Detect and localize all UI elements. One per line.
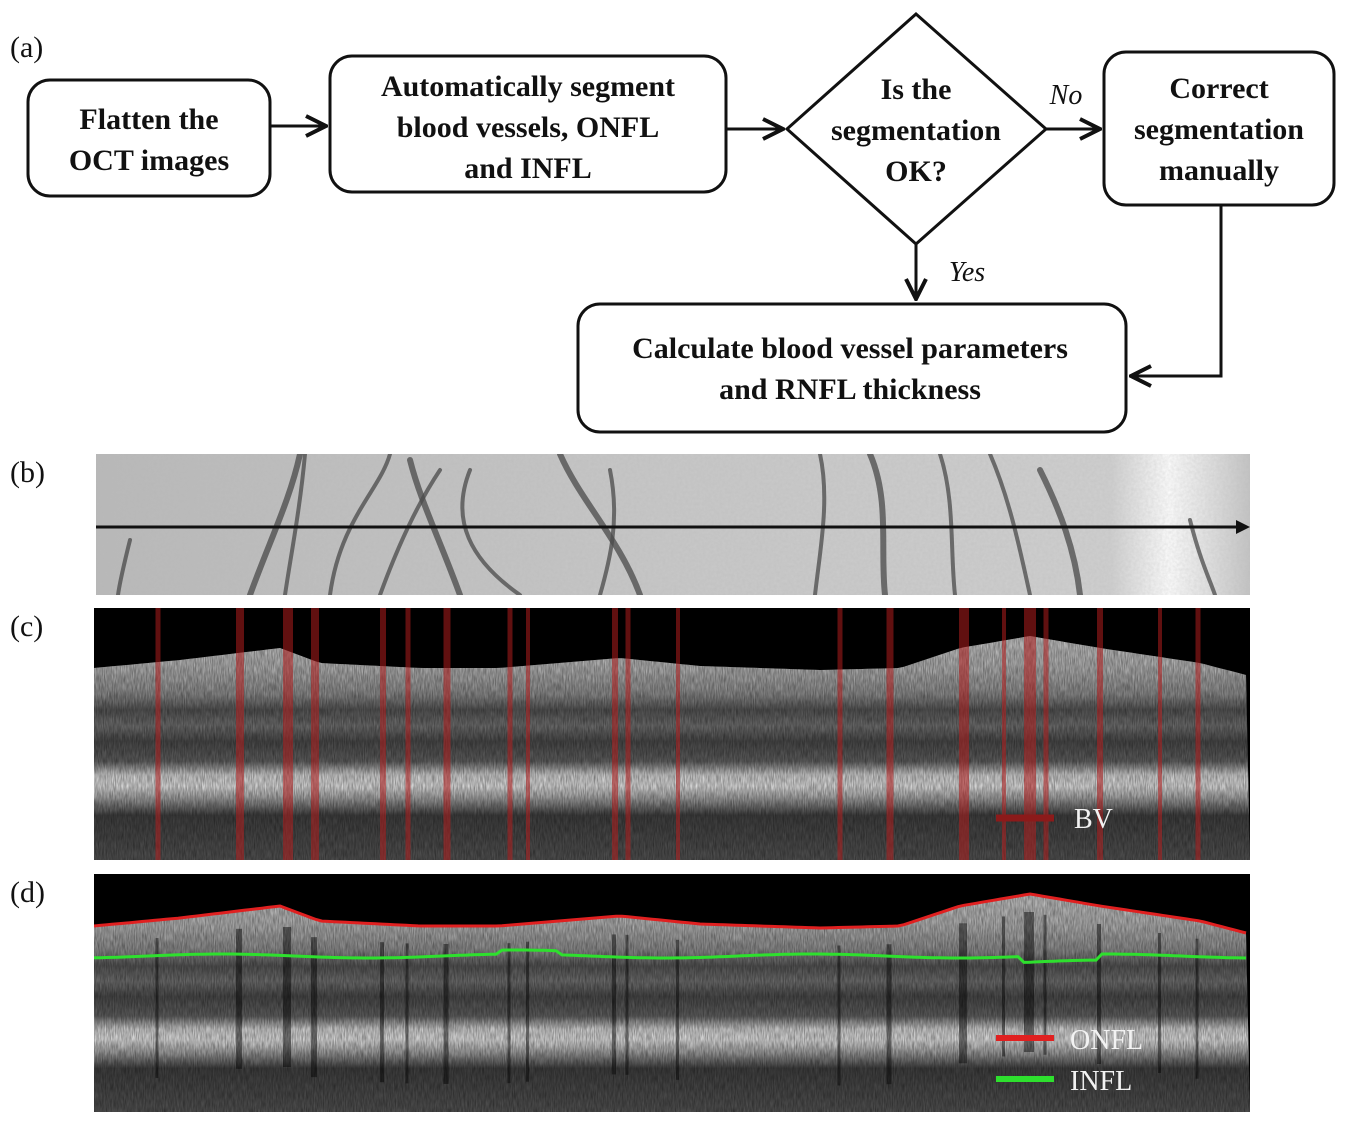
legend-infl-label: INFL [1070, 1066, 1132, 1097]
node-correct-line-1: Correct [1169, 72, 1268, 105]
vessel-band [1195, 608, 1201, 860]
node-decision-line-2: segmentation [831, 114, 1001, 147]
oct-image-d [94, 874, 1250, 1112]
vessel-band [311, 608, 319, 860]
vessel-shadow [526, 941, 529, 1082]
legend-bv-label: BV [1074, 804, 1113, 835]
vessel-shadow [837, 945, 841, 1086]
fundus-image [96, 454, 1250, 595]
oct-image-c [94, 608, 1250, 860]
fundus-vessel [378, 468, 442, 595]
vessel-shadow [443, 944, 449, 1084]
vessel-band [676, 608, 680, 860]
node-calculate-line-2: and RNFL thickness [719, 373, 981, 406]
vessel-shadows [155, 912, 1199, 1086]
vessel-shadow [507, 943, 511, 1084]
vessel-band [526, 608, 530, 860]
fundus-vessel [988, 454, 1032, 595]
node-flatten: Flatten the OCT images [26, 78, 272, 198]
vessel-band [380, 608, 386, 860]
flowchart: Flatten the OCT images Automatically seg… [26, 11, 1336, 434]
fundus-scan-arrowhead [1236, 520, 1250, 534]
fundus-vessel [116, 538, 132, 595]
panel-label-d: (d) [10, 876, 45, 909]
vessel-band [1043, 608, 1049, 860]
node-calculate-line-1: Calculate blood vessel parameters [632, 332, 1068, 365]
vessel-shadow [676, 939, 679, 1080]
vessel-shadow [1043, 914, 1047, 1055]
node-decision-line-3: OK? [885, 155, 947, 188]
vessel-band [625, 608, 631, 860]
fundus-vessel [283, 454, 307, 595]
node-flatten-line-2: OCT images [69, 144, 229, 177]
node-segment-line-1: Automatically segment [381, 70, 675, 103]
fundus-vessel [1188, 518, 1217, 595]
vessel-shadow [236, 928, 242, 1069]
fundus-vessel [938, 454, 957, 595]
onfl-boundary [94, 892, 1247, 935]
vessel-band [443, 608, 451, 860]
vessel-band [1024, 608, 1036, 860]
fundus-vessel [598, 468, 617, 595]
fundus-vessel [867, 454, 888, 595]
vessel-band [612, 608, 618, 860]
vessel-band [236, 608, 244, 860]
edge-label-yes: Yes [949, 257, 985, 288]
vessel-band [507, 608, 513, 860]
vessel-shadow [886, 944, 892, 1085]
legend-onfl-label: ONFL [1070, 1025, 1143, 1056]
vessel-band [283, 608, 293, 860]
vessel-shadow [1097, 924, 1101, 1064]
vessel-band [1158, 608, 1162, 860]
fundus-vessel [328, 454, 392, 595]
vessel-shadow [405, 943, 409, 1084]
infl-boundary [94, 948, 1247, 964]
node-decision-line-1: Is the [881, 73, 952, 106]
vessel-shadow [311, 937, 317, 1078]
fundus-vessel [557, 454, 643, 595]
node-correct-line-2: segmentation [1134, 113, 1304, 146]
node-correct: Correct segmentation manually [1102, 50, 1336, 207]
panel-label-a: (a) [10, 31, 43, 64]
node-flatten-line-1: Flatten the [79, 103, 218, 136]
vessel-shadow [380, 942, 384, 1083]
vessel-shadow [612, 934, 616, 1075]
vessel-shadow [1195, 938, 1199, 1079]
fundus-vessel [460, 468, 522, 595]
vessel-band [1097, 608, 1103, 860]
vessel-shadow [959, 923, 967, 1064]
fundus-vessels [116, 454, 1217, 595]
node-calculate: Calculate blood vessel parameters and RN… [576, 302, 1128, 434]
fundus-vessel [813, 454, 827, 595]
node-segment-line-2: blood vessels, ONFL [397, 111, 660, 144]
node-segment: Automatically segment blood vessels, ONF… [328, 54, 728, 194]
edge-label-no: No [1049, 80, 1083, 111]
node-correct-line-3: manually [1159, 154, 1279, 187]
vessel-bands [155, 608, 1201, 860]
fundus-vessel [1037, 467, 1083, 595]
oct-speckle-d [94, 894, 1250, 1112]
vessel-band [837, 608, 843, 860]
vessel-shadow [1158, 933, 1161, 1073]
vessel-shadow [1002, 916, 1005, 1057]
vessel-band [959, 608, 969, 860]
fundus-vessel [407, 457, 463, 595]
vessel-shadow [1024, 912, 1034, 1052]
vessel-band [155, 608, 161, 860]
edge-correct-to-calculate [1131, 205, 1223, 376]
fundus-vessel [247, 454, 303, 595]
panel-label-b: (b) [10, 456, 45, 489]
vessel-shadow [155, 938, 159, 1079]
node-decision: Is the segmentation OK? [784, 11, 1049, 247]
panel-label-c: (c) [10, 610, 43, 643]
vessel-shadow [283, 927, 291, 1067]
vessel-band [1002, 608, 1006, 860]
legend-d: ONFL INFL [996, 1025, 1143, 1097]
vessel-band [886, 608, 894, 860]
legend-c: BV [996, 804, 1113, 835]
vessel-band [405, 608, 411, 860]
node-segment-line-3: and INFL [464, 152, 592, 185]
vessel-shadow [625, 934, 629, 1075]
